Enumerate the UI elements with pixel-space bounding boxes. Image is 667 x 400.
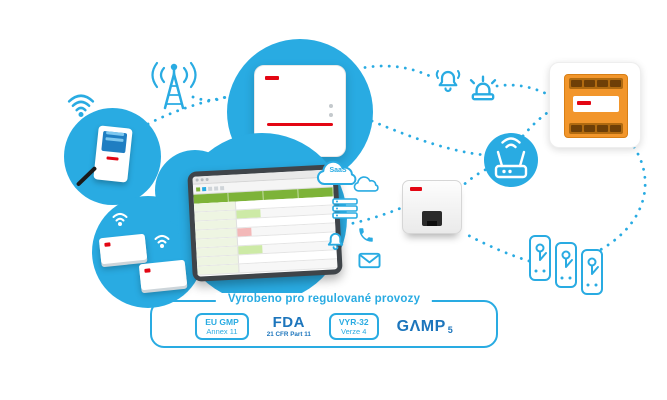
cloud-small-icon	[353, 176, 379, 192]
brand-logo	[106, 156, 119, 161]
badge-fda: FDA 21 CFR Part 11	[266, 313, 311, 338]
brand-logo	[577, 101, 591, 105]
din-terminal-strip	[569, 78, 623, 89]
gateway-red-stripe	[267, 123, 333, 126]
din-label	[573, 96, 619, 112]
wireless-datalogger-device	[75, 125, 133, 187]
brand-logo	[410, 187, 422, 191]
wifi-router-circle	[484, 133, 538, 187]
wireless-sensor-device	[138, 259, 188, 291]
badge-gamp: GΛMP 5	[396, 317, 453, 335]
wifi-router-icon	[494, 137, 528, 179]
ethernet-port-pin	[427, 221, 437, 226]
relay-icons	[529, 235, 603, 295]
notification-bell-icon	[327, 232, 344, 251]
din-relay-module	[564, 74, 628, 138]
compliance-title: Vyrobeno pro regulované provozy	[215, 293, 433, 305]
din-relay-card	[549, 62, 641, 148]
wireless-datalogger-circle	[64, 108, 161, 205]
monitoring-blob	[177, 133, 347, 303]
ethernet-gateway-device	[402, 180, 462, 234]
antenna-icon	[151, 61, 197, 110]
wifi-icon	[112, 212, 128, 226]
gateway-led	[329, 104, 333, 108]
din-terminal-strip	[569, 123, 623, 134]
brand-logo	[265, 76, 279, 80]
badge-vyr32: VYR-32 Verze 4	[328, 312, 379, 341]
cloud-icon	[316, 160, 357, 186]
server-stack-icon	[332, 198, 358, 219]
saas-label: SaaS	[329, 167, 347, 174]
email-icon	[358, 252, 381, 269]
phone-icon	[359, 228, 373, 242]
badge-eu-gmp: EU GMP Annex 11	[195, 312, 249, 341]
ethernet-port	[422, 211, 442, 226]
gateway-led	[329, 113, 333, 117]
datalogger-display	[101, 130, 128, 154]
siren-beacon-icon	[469, 75, 497, 101]
datalogger-antenna	[75, 165, 98, 187]
alarm-bell-icon	[435, 70, 461, 93]
compliance-badges: EU GMP Annex 11 FDA 21 CFR Part 11 VYR-3…	[152, 302, 496, 346]
cloud-group: SaaS	[314, 158, 386, 220]
wireless-sensor-device	[98, 233, 148, 265]
wifi-icon	[67, 94, 95, 117]
wifi-icon	[154, 234, 170, 248]
compliance-panel: Vyrobeno pro regulované provozy EU GMP A…	[150, 293, 498, 348]
